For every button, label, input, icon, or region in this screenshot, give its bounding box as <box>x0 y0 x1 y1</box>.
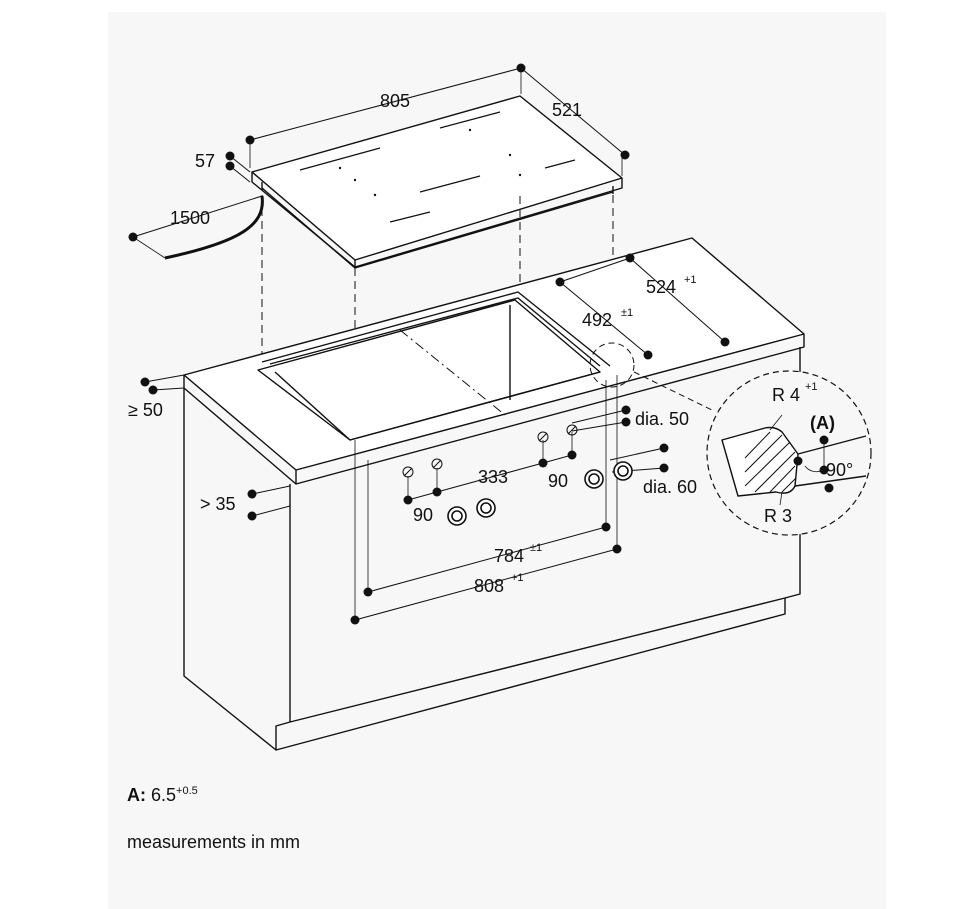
label-hob-depth: 521 <box>552 100 582 120</box>
label-hob-height: 57 <box>195 151 215 171</box>
dimension-dot <box>225 151 235 161</box>
note-a-tolerance: +0.5 <box>176 785 198 797</box>
dimension-dots <box>128 63 834 625</box>
dimension-dot <box>659 443 669 453</box>
dimension-dot <box>538 458 548 468</box>
label-angle: 90° <box>826 460 853 480</box>
dimension-dot <box>516 63 526 73</box>
dimension-lines <box>132 67 726 621</box>
dimension-dot <box>819 435 829 445</box>
label-radius-top: R 4 <box>772 385 800 405</box>
dimension-dot <box>148 385 158 395</box>
dimension-dot <box>225 161 235 171</box>
control-knobs <box>447 461 633 526</box>
label-inner-width-tol: ±1 <box>530 542 542 554</box>
dimension-dot <box>247 511 257 521</box>
label-detail-marker: (A) <box>810 413 835 433</box>
dimension-dot <box>620 150 630 160</box>
dimension-dot <box>643 350 653 360</box>
dimension-dot <box>824 483 834 493</box>
dimension-dot <box>720 337 730 347</box>
label-cutout-depth: 524 <box>646 277 676 297</box>
label-radius-top-tol: +1 <box>805 381 818 393</box>
dimension-dot <box>350 615 360 625</box>
label-min-distance-front: > 35 <box>200 494 236 514</box>
dimension-dot <box>432 487 442 497</box>
label-inner-depth: 492 <box>582 310 612 330</box>
label-hole-spacing: 333 <box>478 467 508 487</box>
dimension-dot <box>819 465 829 475</box>
label-min-distance-back: ≥ 50 <box>128 400 163 420</box>
dimension-dot <box>567 450 577 460</box>
power-cable <box>164 195 264 260</box>
label-hob-width: 805 <box>380 91 410 111</box>
note-a: A: 6.5+0.5 <box>127 785 198 806</box>
label-radius-bottom: R 3 <box>764 506 792 526</box>
dimension-dot <box>140 377 150 387</box>
dimension-dot <box>555 277 565 287</box>
label-cable-length: 1500 <box>170 208 210 228</box>
detail-callout <box>589 342 872 536</box>
label-dim-90-right: 90 <box>548 471 568 491</box>
dimension-dot <box>621 405 631 415</box>
label-cutout-width: 808 <box>474 576 504 596</box>
dimension-dot <box>403 495 413 505</box>
dimension-dot <box>612 544 622 554</box>
note-units: measurements in mm <box>127 832 301 852</box>
label-cutout-width-tol: +1 <box>511 572 524 584</box>
dimension-dot <box>363 587 373 597</box>
dimension-dot <box>128 232 138 242</box>
hob-body <box>251 95 623 269</box>
label-inner-width: 784 <box>494 546 524 566</box>
dimension-dot <box>247 489 257 499</box>
label-hole-dia-large: dia. 60 <box>643 477 697 497</box>
dimension-dot <box>625 253 635 263</box>
dimension-dot <box>659 463 669 473</box>
dimension-dot <box>621 417 631 427</box>
dimension-dot <box>245 135 255 145</box>
control-holes <box>402 424 578 478</box>
label-hole-dia-small: dia. 50 <box>635 409 689 429</box>
dimension-dot <box>601 522 611 532</box>
label-inner-depth-tol: ±1 <box>621 307 633 319</box>
note-a-value: 6.5 <box>151 785 177 805</box>
label-dim-90-left: 90 <box>413 505 433 525</box>
dimension-labels: 805 521 57 1500 524 +1 492 ±1 ≥ 50 > 35 … <box>128 91 853 596</box>
note-a-label: A: <box>127 785 146 805</box>
dimension-dot <box>793 456 803 466</box>
cutout <box>257 291 611 441</box>
label-cutout-depth-tol: +1 <box>684 274 697 286</box>
